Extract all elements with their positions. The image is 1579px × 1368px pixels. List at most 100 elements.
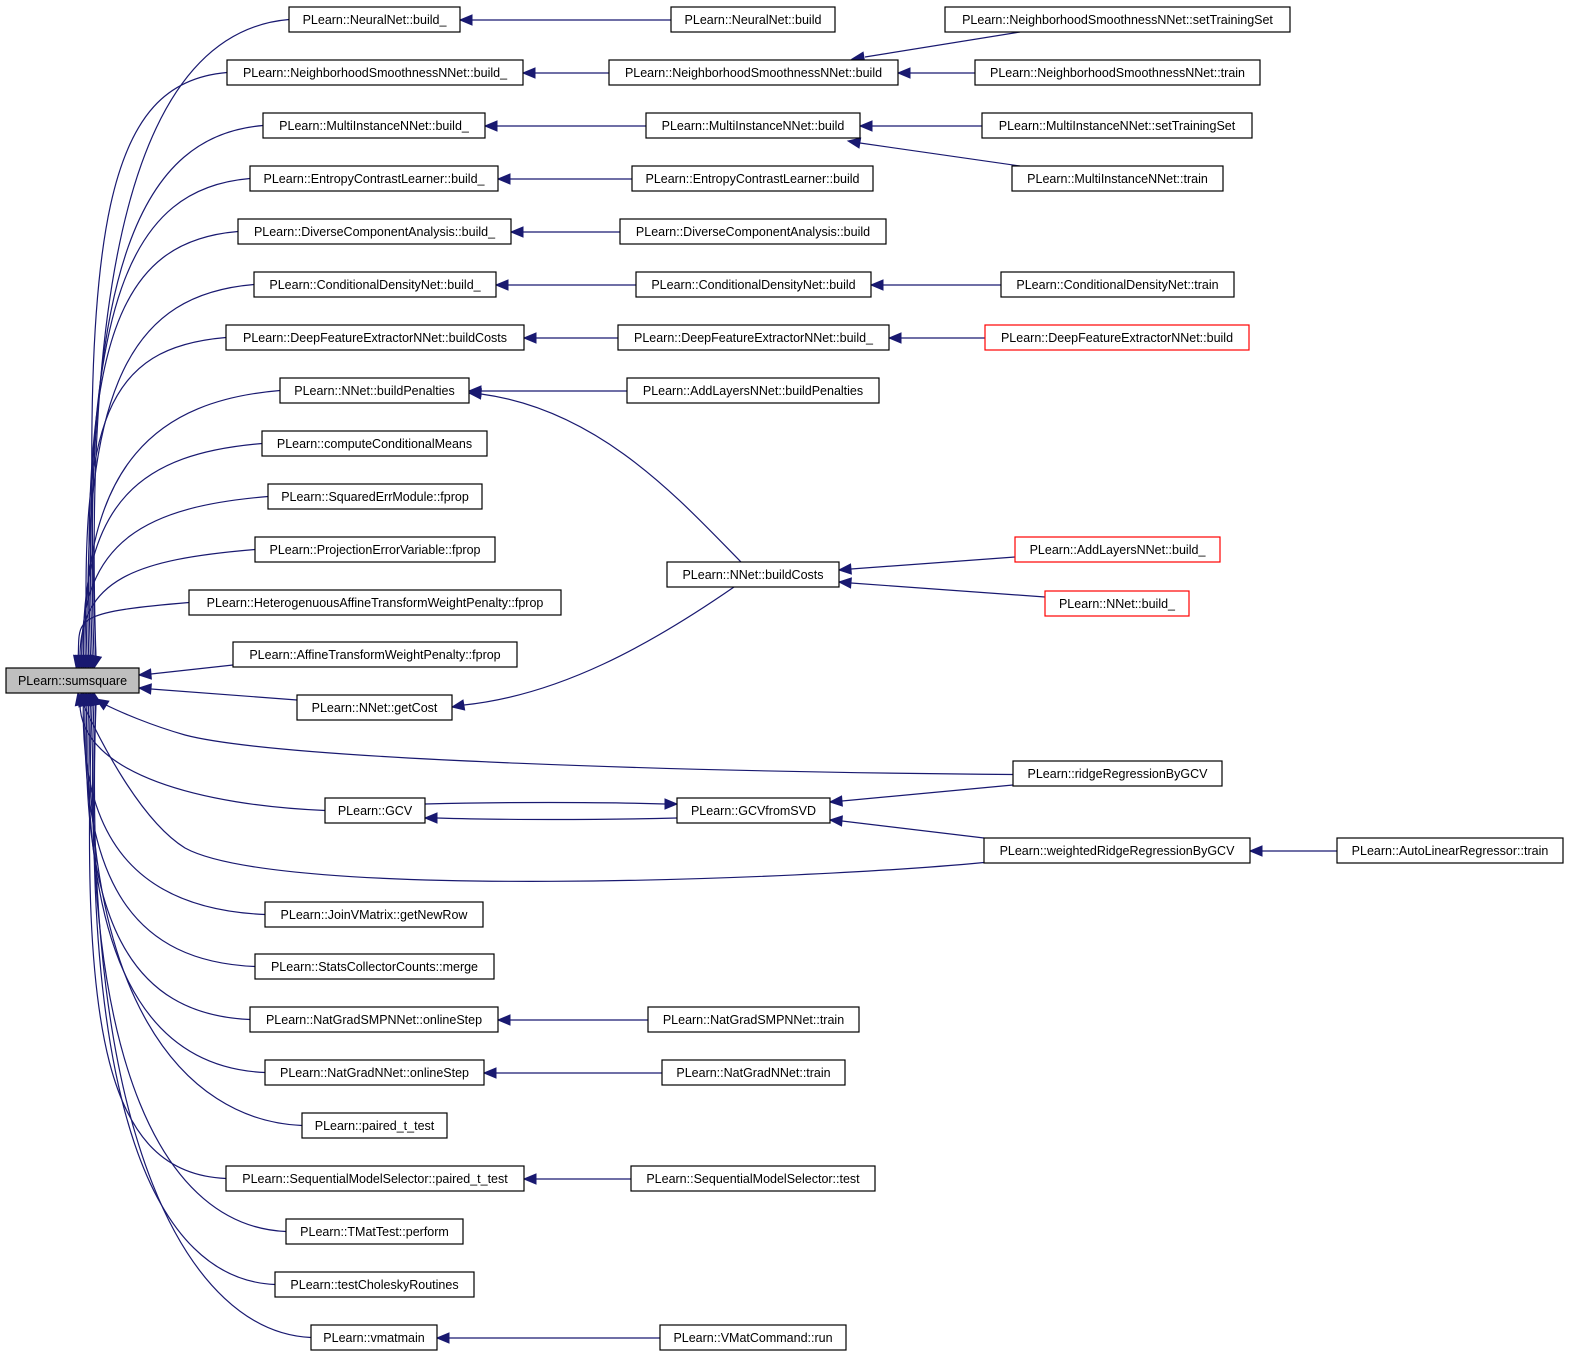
edge-nsn_b_-to-root [90, 71, 228, 670]
graph-node[interactable]: PLearn::NatGradNNet::onlineStep [264, 1059, 485, 1086]
graph-node[interactable]: PLearn::MultiInstanceNNet::build_ [262, 112, 486, 139]
node-box [267, 483, 483, 510]
node-label: PLearn::sumsquare [18, 674, 127, 688]
graph-node[interactable]: PLearn::NNet::build_ [1044, 590, 1190, 617]
graph-node[interactable]: PLearn::SquaredErrModule::fprop [267, 483, 483, 510]
node-label: PLearn::ProjectionErrorVariable::fprop [270, 543, 481, 557]
graph-node[interactable]: PLearn::NNet::getCost [296, 694, 453, 721]
arrowhead-icon [828, 815, 843, 827]
node-label: PLearn::DiverseComponentAnalysis::build_ [254, 225, 496, 239]
node-box [225, 1165, 525, 1192]
node-box [249, 1006, 499, 1033]
graph-node[interactable]: PLearn::vmatmain [310, 1324, 438, 1351]
graph-node[interactable]: PLearn::AffineTransformWeightPenalty::fp… [232, 641, 518, 668]
graph-node[interactable]: PLearn::SequentialModelSelector::paired_… [225, 1165, 525, 1192]
graph-node[interactable]: PLearn::TMatTest::perform [285, 1218, 464, 1245]
graph-node[interactable]: PLearn::NNet::buildCosts [666, 561, 840, 588]
edge-line [84, 389, 281, 659]
graph-node[interactable]: PLearn::NNet::buildPenalties [279, 377, 470, 404]
node-label: PLearn::GCVfromSVD [691, 804, 816, 818]
edge-line [83, 705, 985, 882]
graph-node[interactable]: PLearn::NeighborhoodSmoothnessNNet::setT… [944, 6, 1291, 33]
edge-line [89, 177, 251, 659]
root-node[interactable]: PLearn::sumsquare [5, 667, 140, 694]
graph-node[interactable]: PLearn::GCVfromSVD [676, 797, 831, 824]
graph-node[interactable]: PLearn::testCholeskyRoutines [274, 1271, 475, 1298]
graph-node[interactable]: PLearn::DeepFeatureExtractorNNet::build [984, 324, 1250, 351]
node-box [984, 324, 1250, 351]
graph-node[interactable]: PLearn::ridgeRegressionByGCV [1012, 760, 1223, 787]
graph-node[interactable]: PLearn::EntropyContrastLearner::build_ [249, 165, 499, 192]
edge-at_fp-to-root [137, 664, 234, 680]
node-label: PLearn::EntropyContrastLearner::build [645, 172, 859, 186]
graph-node[interactable]: PLearn::NatGradNNet::train [661, 1059, 846, 1086]
node-label: PLearn::NeuralNet::build_ [303, 13, 448, 27]
node-box [1014, 536, 1221, 563]
edge-mi_b-to-mi_b_ [483, 120, 646, 132]
node-box [944, 6, 1291, 33]
node-label: PLearn::ConditionalDensityNet::build [651, 278, 855, 292]
graph-node[interactable]: PLearn::ConditionalDensityNet::build [635, 271, 872, 298]
graph-node[interactable]: PLearn::GCV [324, 797, 426, 824]
graph-node[interactable]: PLearn::VMatCommand::run [659, 1324, 847, 1351]
edge-line [81, 495, 269, 659]
node-label: PLearn::StatsCollectorCounts::merge [271, 960, 478, 974]
graph-node[interactable]: PLearn::weightedRidgeRegressionByGCV [983, 837, 1251, 864]
edge-line [93, 702, 312, 1339]
arrowhead-icon [869, 279, 884, 291]
node-label: PLearn::NeuralNet::build [685, 13, 822, 27]
graph-node[interactable]: PLearn::MultiInstanceNNet::build [645, 112, 861, 139]
arrowhead-icon [896, 67, 911, 79]
node-box [261, 430, 488, 457]
graph-node[interactable]: PLearn::EntropyContrastLearner::build [631, 165, 874, 192]
edge-ngs_tr-to-ngs_os [496, 1014, 648, 1026]
graph-node[interactable]: PLearn::ProjectionErrorVariable::fprop [254, 536, 496, 563]
node-box [661, 1059, 846, 1086]
node-box [670, 6, 836, 33]
graph-node[interactable]: PLearn::ConditionalDensityNet::build_ [253, 271, 497, 298]
graph-node[interactable]: PLearn::DiverseComponentAnalysis::build_ [237, 218, 512, 245]
edge-dfe_bc-to-root [81, 336, 227, 670]
graph-node[interactable]: PLearn::AddLayersNNet::buildPenalties [626, 377, 880, 404]
graph-node[interactable]: PLearn::NatGradSMPNNet::train [647, 1006, 860, 1033]
edge-jvm_gnr-to-root [78, 691, 266, 916]
graph-node[interactable]: PLearn::NeighborhoodSmoothnessNNet::buil… [226, 59, 524, 86]
arrowhead-icon [828, 795, 843, 807]
node-box [1012, 760, 1223, 787]
graph-node[interactable]: PLearn::StatsCollectorCounts::merge [254, 953, 495, 980]
graph-node[interactable]: PLearn::DeepFeatureExtractorNNet::buildC… [225, 324, 525, 351]
edge-wrrgcv-to-root [78, 692, 985, 882]
node-box [617, 324, 890, 351]
node-box [659, 1324, 847, 1351]
edge-rrgcv-to-root [94, 698, 1014, 776]
graph-node[interactable]: PLearn::AddLayersNNet::build_ [1014, 536, 1221, 563]
edge-dca_b-to-dca_b_ [509, 226, 620, 238]
graph-node[interactable]: PLearn::JoinVMatrix::getNewRow [264, 901, 484, 928]
graph-node[interactable]: PLearn::NatGradSMPNNet::onlineStep [249, 1006, 499, 1033]
graph-node[interactable]: PLearn::NeuralNet::build [670, 6, 836, 33]
graph-node[interactable]: PLearn::computeConditionalMeans [261, 430, 488, 457]
edge-layer [72, 14, 1337, 1344]
graph-node[interactable]: PLearn::MultiInstanceNNet::setTrainingSe… [981, 112, 1253, 139]
graph-node[interactable]: PLearn::MultiInstanceNNet::train [1011, 165, 1224, 192]
node-box [619, 218, 887, 245]
graph-node[interactable]: PLearn::paired_t_test [301, 1112, 448, 1139]
node-box [237, 218, 512, 245]
graph-node[interactable]: PLearn::DiverseComponentAnalysis::build [619, 218, 887, 245]
node-box [232, 641, 518, 668]
edge-gcv-to-gcvsvd [424, 798, 679, 810]
arrowhead-icon [496, 1014, 511, 1026]
graph-node[interactable]: PLearn::SequentialModelSelector::test [630, 1165, 876, 1192]
edge-al_b_-to-nnet_bc [837, 556, 1016, 575]
graph-node[interactable]: PLearn::NeighborhoodSmoothnessNNet::trai… [974, 59, 1261, 86]
graph-node[interactable]: PLearn::NeighborhoodSmoothnessNNet::buil… [608, 59, 899, 86]
node-box [310, 1324, 438, 1351]
graph-node[interactable]: PLearn::AutoLinearRegressor::train [1336, 837, 1564, 864]
graph-node[interactable]: PLearn::ConditionalDensityNet::train [1000, 271, 1235, 298]
edge-line [463, 586, 735, 706]
node-label: PLearn::NatGradSMPNNet::train [663, 1013, 844, 1027]
graph-node[interactable]: PLearn::HeterogenuousAffineTransformWeig… [188, 589, 562, 616]
edge-line [79, 702, 326, 812]
graph-node[interactable]: PLearn::DeepFeatureExtractorNNet::build_ [617, 324, 890, 351]
graph-node[interactable]: PLearn::NeuralNet::build_ [288, 6, 461, 33]
